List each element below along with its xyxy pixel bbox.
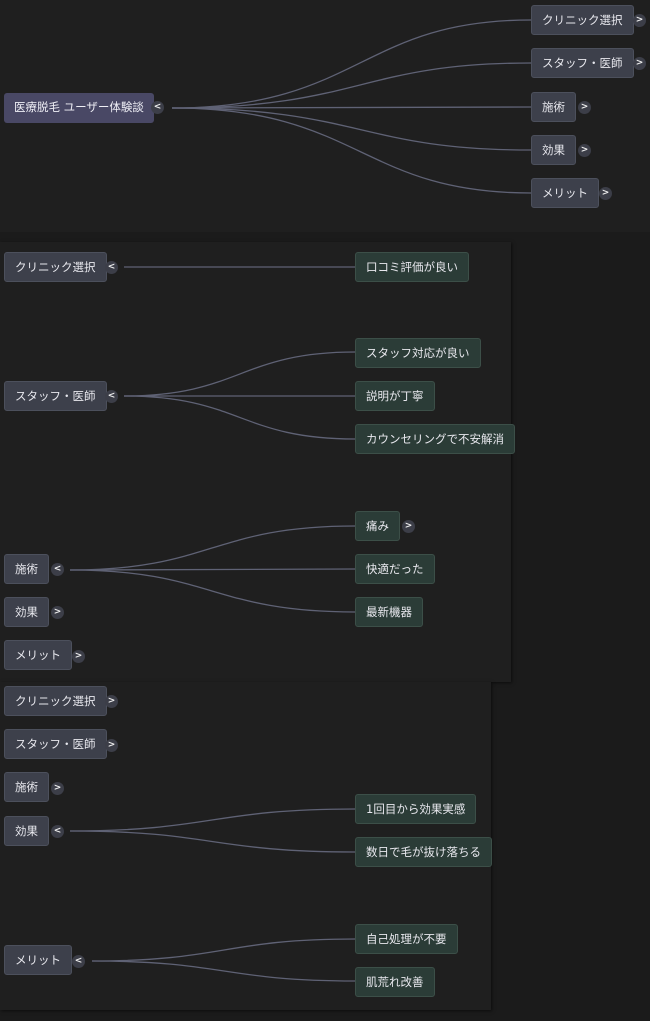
category-node-effect[interactable]: 効果 xyxy=(4,597,49,627)
category-node-clinic[interactable]: クリニック選択 xyxy=(531,5,634,35)
expand-toggle-icon[interactable]: > xyxy=(599,187,612,200)
leaf-node-comfortable[interactable]: 快適だった xyxy=(355,554,435,584)
mindmap-panel-expanded-bottom: クリニック選択 > スタッフ・医師 > 施術 > 効果 < 1回目から効果実感 … xyxy=(0,682,492,1010)
category-node-merit[interactable]: メリット xyxy=(4,640,72,670)
leaf-node-pain[interactable]: 痛み xyxy=(355,511,400,541)
category-node-treatment[interactable]: 施術 xyxy=(531,92,576,122)
leaf-node-explanation[interactable]: 説明が丁寧 xyxy=(355,381,435,411)
leaf-node-counseling[interactable]: カウンセリングで不安解消 xyxy=(355,424,515,454)
leaf-node-latest-device[interactable]: 最新機器 xyxy=(355,597,423,627)
collapse-toggle-icon[interactable]: < xyxy=(51,563,64,576)
leaf-node-review[interactable]: 口コミ評価が良い xyxy=(355,252,469,282)
collapse-toggle-icon[interactable]: < xyxy=(105,390,118,403)
expand-toggle-icon[interactable]: > xyxy=(51,606,64,619)
leaf-node-hair-falls-out[interactable]: 数日で毛が抜け落ちる xyxy=(355,837,492,867)
category-node-merit[interactable]: メリット xyxy=(531,178,599,208)
overview-edges xyxy=(171,19,532,194)
edge-root-staff xyxy=(171,62,532,109)
edge-staff-counseling xyxy=(123,395,356,440)
edge-root-treatment xyxy=(171,106,532,109)
collapse-toggle-icon[interactable]: < xyxy=(51,825,64,838)
expand-toggle-icon[interactable]: > xyxy=(633,57,646,70)
collapse-toggle-icon[interactable]: < xyxy=(151,101,164,114)
category-node-treatment[interactable]: 施術 xyxy=(4,772,49,802)
expand-toggle-icon[interactable]: > xyxy=(578,144,591,157)
edge-root-merit xyxy=(171,107,532,194)
expanded-bottom-edges xyxy=(69,808,356,982)
expand-toggle-icon[interactable]: > xyxy=(105,739,118,752)
expand-toggle-icon[interactable]: > xyxy=(51,782,64,795)
category-node-merit[interactable]: メリット xyxy=(4,945,72,975)
expand-toggle-icon[interactable]: > xyxy=(402,520,415,533)
mindmap-panel-overview: 医療脱毛 ユーザー体験談 < クリニック選択 > スタッフ・医師 > 施術 > … xyxy=(0,0,650,232)
category-node-staff[interactable]: スタッフ・医師 xyxy=(531,48,634,78)
category-node-effect[interactable]: 効果 xyxy=(531,135,576,165)
expand-toggle-icon[interactable]: > xyxy=(72,650,85,663)
edge-treatment-comfort xyxy=(69,568,356,571)
category-node-clinic[interactable]: クリニック選択 xyxy=(4,252,107,282)
expand-toggle-icon[interactable]: > xyxy=(633,14,646,27)
category-node-staff[interactable]: スタッフ・医師 xyxy=(4,729,107,759)
edge-root-clinic xyxy=(171,19,532,109)
collapse-toggle-icon[interactable]: < xyxy=(105,261,118,274)
leaf-node-no-self-care[interactable]: 自己処理が不要 xyxy=(355,924,458,954)
mindmap-panel-expanded-top: クリニック選択 < 口コミ評価が良い スタッフ・医師 < スタッフ対応が良い 説… xyxy=(0,242,515,682)
category-node-clinic[interactable]: クリニック選択 xyxy=(4,686,107,716)
edge-staff-attitude xyxy=(123,351,356,397)
expand-toggle-icon[interactable]: > xyxy=(578,101,591,114)
expand-toggle-icon[interactable]: > xyxy=(105,695,118,708)
edge-effect-hairloss xyxy=(69,830,356,853)
leaf-node-staff-attitude[interactable]: スタッフ対応が良い xyxy=(355,338,481,368)
edge-merit-skin xyxy=(91,960,356,982)
edge-effect-first xyxy=(69,808,356,832)
category-node-staff[interactable]: スタッフ・医師 xyxy=(4,381,107,411)
root-node[interactable]: 医療脱毛 ユーザー体験談 xyxy=(4,93,154,123)
leaf-node-skin-improvement[interactable]: 肌荒れ改善 xyxy=(355,967,435,997)
category-node-effect[interactable]: 効果 xyxy=(4,816,49,846)
collapse-toggle-icon[interactable]: < xyxy=(72,955,85,968)
edge-treatment-device xyxy=(69,569,356,613)
expanded-top-edges xyxy=(69,266,356,613)
edge-root-effect xyxy=(171,107,532,151)
leaf-node-first-effect[interactable]: 1回目から効果実感 xyxy=(355,794,477,824)
category-node-treatment[interactable]: 施術 xyxy=(4,554,49,584)
edge-merit-selfcare xyxy=(91,938,356,962)
edge-treatment-pain xyxy=(69,525,356,571)
